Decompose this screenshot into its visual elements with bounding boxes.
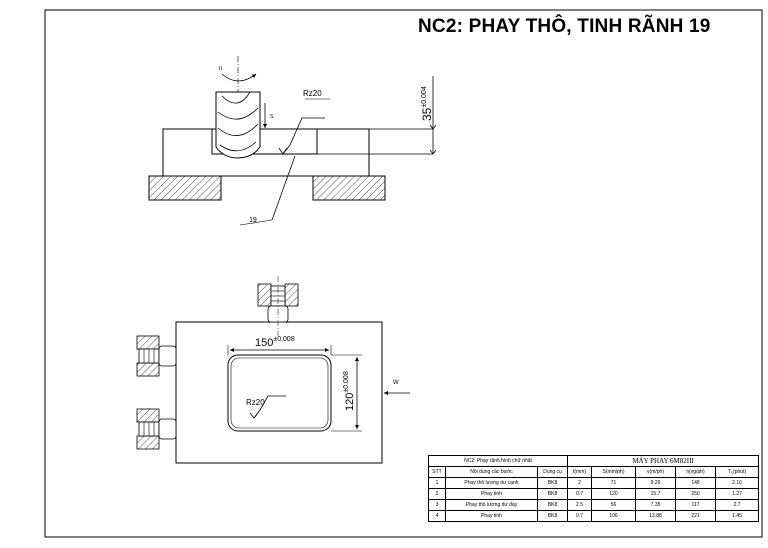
column-header: Nội dung các bước: [445, 466, 538, 478]
page-title: NC2: PHAY THÔ, TINH RÃNH 19: [418, 16, 711, 37]
top-clamp: [257, 276, 299, 336]
table-cell: 0.7: [567, 510, 593, 522]
machine-title: MÁY PHAY 6M82III: [567, 455, 760, 467]
height-dimension: 120±0.008: [343, 371, 356, 411]
roughness-symbol-icon: [282, 117, 325, 155]
column-header: v(m/ph): [635, 466, 677, 478]
plan-view: 150±0.008 120±0.008 Rz20 W: [136, 276, 410, 464]
depth-dimension: 35±0.004: [420, 86, 434, 121]
table-cell: 15.7: [635, 488, 677, 500]
table-header-row: STT Nội dung các bước Dụng cụ t(mm) S(mm…: [428, 466, 760, 478]
column-header: Dụng cụ: [536, 466, 569, 478]
table-row: 2 Phay tinh BK8 0.7 120 15.7 250 1.27: [428, 488, 760, 500]
column-header: t(mm): [567, 466, 593, 478]
support-left: [148, 175, 222, 201]
force-label: W: [393, 380, 399, 386]
table-cell: 56: [591, 499, 637, 511]
table-cell: 2: [428, 488, 446, 500]
width-dimension: 150±0.008: [255, 336, 295, 349]
table-cell: BK8: [536, 510, 569, 522]
roughness-label-top: Rz20: [303, 89, 322, 98]
table-cell: 120: [591, 488, 637, 500]
table-cell: 2: [567, 477, 593, 489]
table-cell: 2.5: [567, 499, 593, 511]
table-cell: BK8: [536, 488, 569, 500]
section-view: n S Rz20 35±0.004 19: [148, 56, 437, 226]
table-cell: 7.35: [635, 499, 677, 511]
table-cell: 1: [428, 477, 446, 489]
table-cell: 4: [428, 510, 446, 522]
table-cell: 106: [591, 510, 637, 522]
table-cell: 1.27: [715, 488, 760, 500]
column-header: S(mm/ph): [591, 466, 637, 478]
left-clamp-lower: [136, 408, 177, 450]
table-cell: 2.7: [715, 499, 760, 511]
support-right: [312, 175, 386, 201]
table-cell: 2.16: [715, 477, 760, 489]
table-cell: 1.45: [715, 510, 760, 522]
sheet-border: [44, 9, 763, 538]
table-cell: 221: [675, 510, 717, 522]
workpiece-plan: [175, 321, 383, 464]
slot-outline: [227, 354, 332, 432]
operation-title: NC2: Phay rãnh hình chữ nhật: [427, 455, 569, 467]
table-row: 4 Phay tinh BK8 0.7 106 13.88 221 1.45: [428, 510, 760, 522]
roughness-label-plan: Rz20: [246, 398, 265, 407]
column-header: STT: [428, 466, 446, 478]
end-mill-cutter: [215, 56, 261, 159]
left-clamp-upper: [136, 335, 177, 377]
table-cell: 0.7: [567, 488, 593, 500]
column-header: n(vg/ph): [675, 466, 717, 478]
table-cell: Phay tinh: [445, 510, 538, 522]
table-row: 1 Phay thô lượng dư cạnh BK8 2 71 9.29 1…: [428, 477, 760, 489]
table-cell: Phay tinh: [445, 488, 538, 500]
table-cell: 250: [675, 488, 717, 500]
surface-number-label: 19: [249, 217, 257, 224]
table-cell: 117: [675, 499, 717, 511]
table-title-row: NC2: Phay rãnh hình chữ nhật MÁY PHAY 6M…: [427, 455, 760, 467]
table-cell: 9.29: [635, 477, 677, 489]
table-cell: BK8: [536, 477, 569, 489]
table-cell: Phay thô lượng dư đáy: [445, 499, 538, 511]
table-cell: 13.88: [635, 510, 677, 522]
column-header: T₀(phút): [715, 466, 760, 478]
feed-label: S: [270, 114, 274, 120]
table-cell: 71: [591, 477, 637, 489]
table-cell: 3: [428, 499, 446, 511]
table-cell: Phay thô lượng dư cạnh: [445, 477, 538, 489]
rotation-label: n: [219, 66, 222, 72]
table-cell: BK8: [536, 499, 569, 511]
table-cell: 148: [675, 477, 717, 489]
table-row: 3 Phay thô lượng dư đáy BK8 2.5 56 7.35 …: [428, 499, 760, 511]
operation-table: NC2: Phay rãnh hình chữ nhật MÁY PHAY 6M…: [427, 455, 760, 522]
rotation-arrow-icon: [221, 73, 257, 82]
